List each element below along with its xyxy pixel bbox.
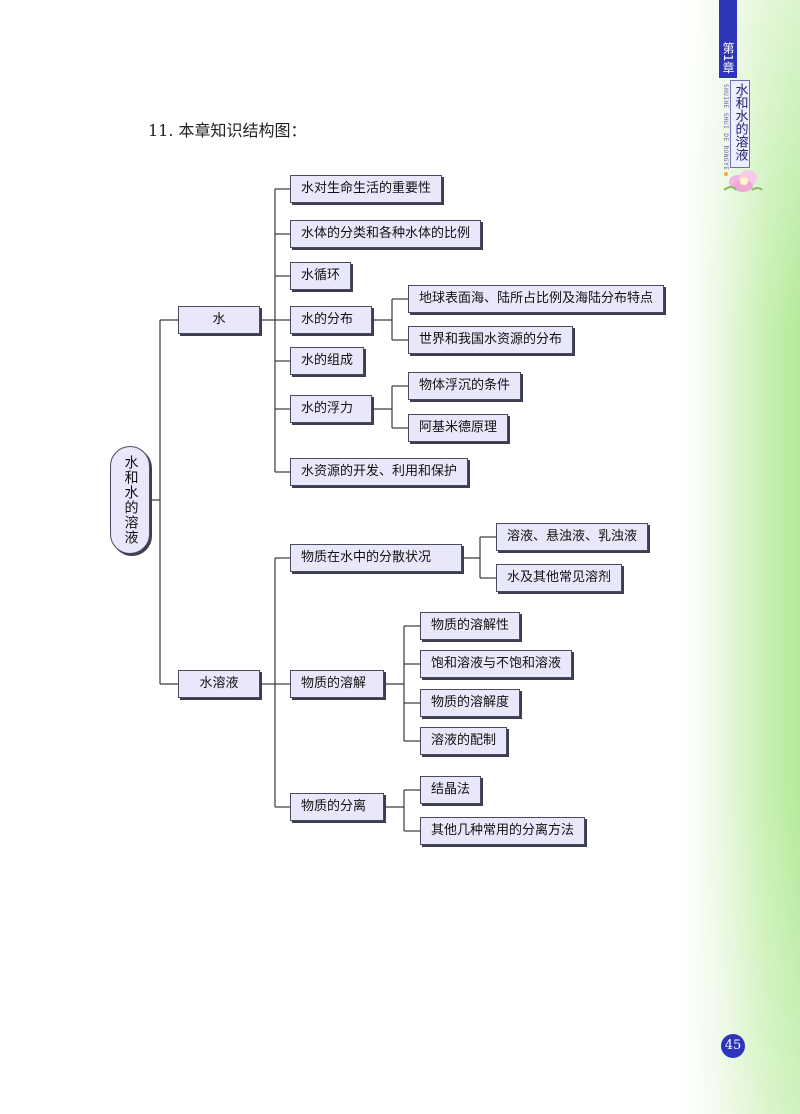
node-water-resources: 水资源的开发、利用和保护 [290,458,469,486]
node-water-classification: 水体的分类和各种水体的比例 [290,220,482,248]
node-distribution-ratio: 地球表面海、陆所占比例及海陆分布特点 [408,285,665,313]
node-solution: 水溶液 [178,670,260,698]
node-solubility-property: 物质的溶解性 [420,612,521,640]
node-buoyancy-archimedes: 阿基米德原理 [408,414,509,442]
root-node: 水和水的溶液 [110,446,150,554]
node-water-distribution: 水的分布 [290,306,372,334]
node-dissolution: 物质的溶解 [290,670,384,698]
chapter-tab: 第1章 [719,0,737,78]
node-other-separation: 其他几种常用的分离方法 [420,817,586,845]
node-water: 水 [178,306,260,334]
node-buoyancy-conditions: 物体浮沉的条件 [408,372,522,400]
node-dispersion-types: 溶液、悬浊液、乳浊液 [496,523,649,551]
node-water-importance: 水对生命生活的重要性 [290,175,443,203]
node-solubility: 物质的溶解度 [420,689,521,717]
node-crystallization: 结晶法 [420,776,482,804]
flower-icon [723,170,763,192]
node-solution-preparation: 溶液的配制 [420,727,508,755]
node-dispersion: 物质在水中的分散状况 [290,544,462,572]
section-heading: 11. 本章知识结构图： [148,121,307,140]
node-dispersion-solvents: 水及其他常见溶剂 [496,564,623,592]
node-water-cycle: 水循环 [290,262,352,290]
node-saturated-solution: 饱和溶液与不饱和溶液 [420,650,573,678]
page-number: 45 [721,1034,745,1058]
chapter-title: 水和水的溶液 [730,80,750,168]
node-separation: 物质的分离 [290,793,384,821]
node-water-composition: 水的组成 [290,347,365,375]
node-water-buoyancy: 水的浮力 [290,395,372,423]
chapter-title-text: 水和水的溶液 [732,83,748,161]
node-distribution-resources: 世界和我国水资源的分布 [408,326,574,354]
chapter-pinyin: SHUIHE SHUI DE RONGYE [722,84,729,171]
chapter-label: 第1章 [721,42,735,74]
